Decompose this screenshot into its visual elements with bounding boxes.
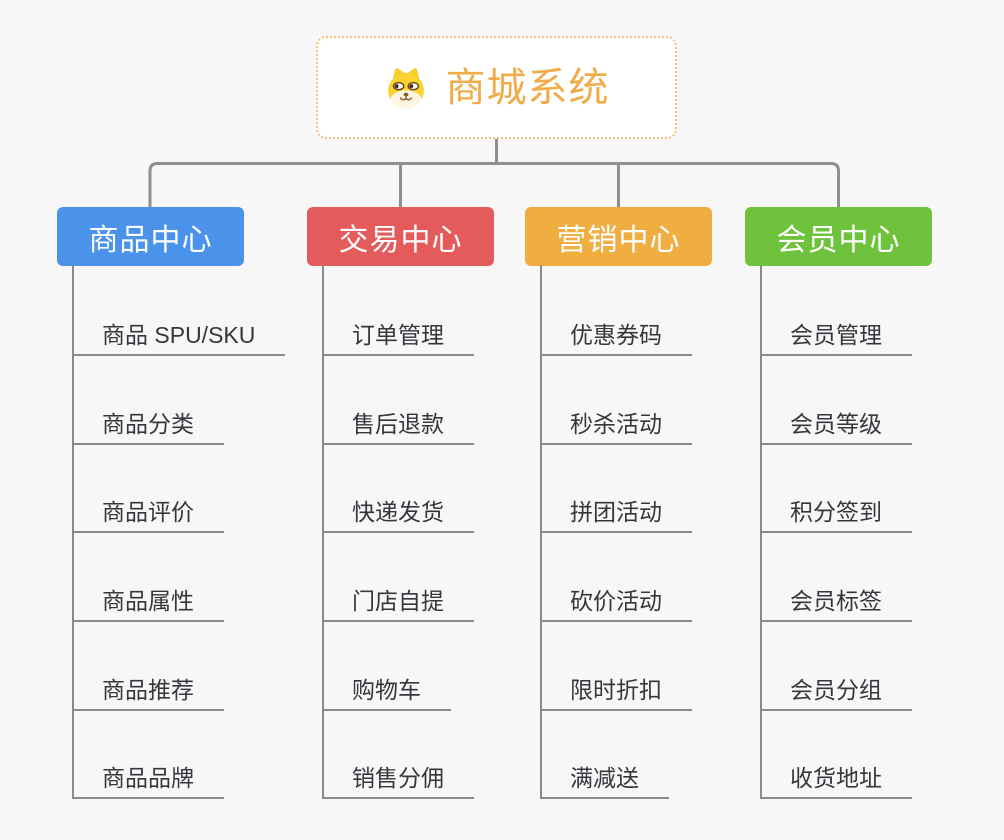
leaf-node[interactable]: 会员分组 [760, 676, 912, 711]
leaf-node[interactable]: 售后退款 [322, 410, 474, 445]
leaf-node[interactable]: 优惠券码 [540, 321, 692, 356]
leaf-node[interactable]: 会员管理 [760, 321, 912, 356]
dog-face-icon [387, 67, 424, 109]
branch-node-marketing-center[interactable]: 营销中心 [525, 207, 712, 266]
leaf-node[interactable]: 快递发货 [322, 498, 474, 533]
leaf-node[interactable]: 秒杀活动 [540, 410, 692, 445]
leaf-node[interactable]: 拼团活动 [540, 498, 692, 533]
leaf-node[interactable]: 会员等级 [760, 410, 912, 445]
leaf-node[interactable]: 限时折扣 [540, 676, 692, 711]
leaf-node[interactable]: 门店自提 [322, 587, 474, 622]
leaf-node[interactable]: 购物车 [322, 676, 451, 711]
branch-node-member-center[interactable]: 会员中心 [745, 207, 932, 266]
leaf-node[interactable]: 会员标签 [760, 587, 912, 622]
branch-node-trade-center[interactable]: 交易中心 [307, 207, 494, 266]
leaf-node[interactable]: 销售分佣 [322, 764, 474, 799]
root-node[interactable]: 商城系统 [316, 36, 677, 139]
leaf-node[interactable]: 商品属性 [72, 587, 224, 622]
leaf-node[interactable]: 商品分类 [72, 410, 224, 445]
leaf-node[interactable]: 砍价活动 [540, 587, 692, 622]
branch-node-product-center[interactable]: 商品中心 [57, 207, 244, 266]
leaf-node[interactable]: 满减送 [540, 764, 669, 799]
root-node-title: 商城系统 [445, 65, 610, 110]
leaf-node[interactable]: 商品评价 [72, 498, 224, 533]
leaf-node[interactable]: 收货地址 [760, 764, 912, 799]
leaf-node[interactable]: 积分签到 [760, 498, 912, 533]
leaf-node[interactable]: 商品推荐 [72, 676, 224, 711]
leaf-node[interactable]: 订单管理 [322, 321, 474, 356]
leaf-node[interactable]: 商品 SPU/SKU [72, 321, 286, 356]
leaf-node[interactable]: 商品品牌 [72, 764, 224, 799]
